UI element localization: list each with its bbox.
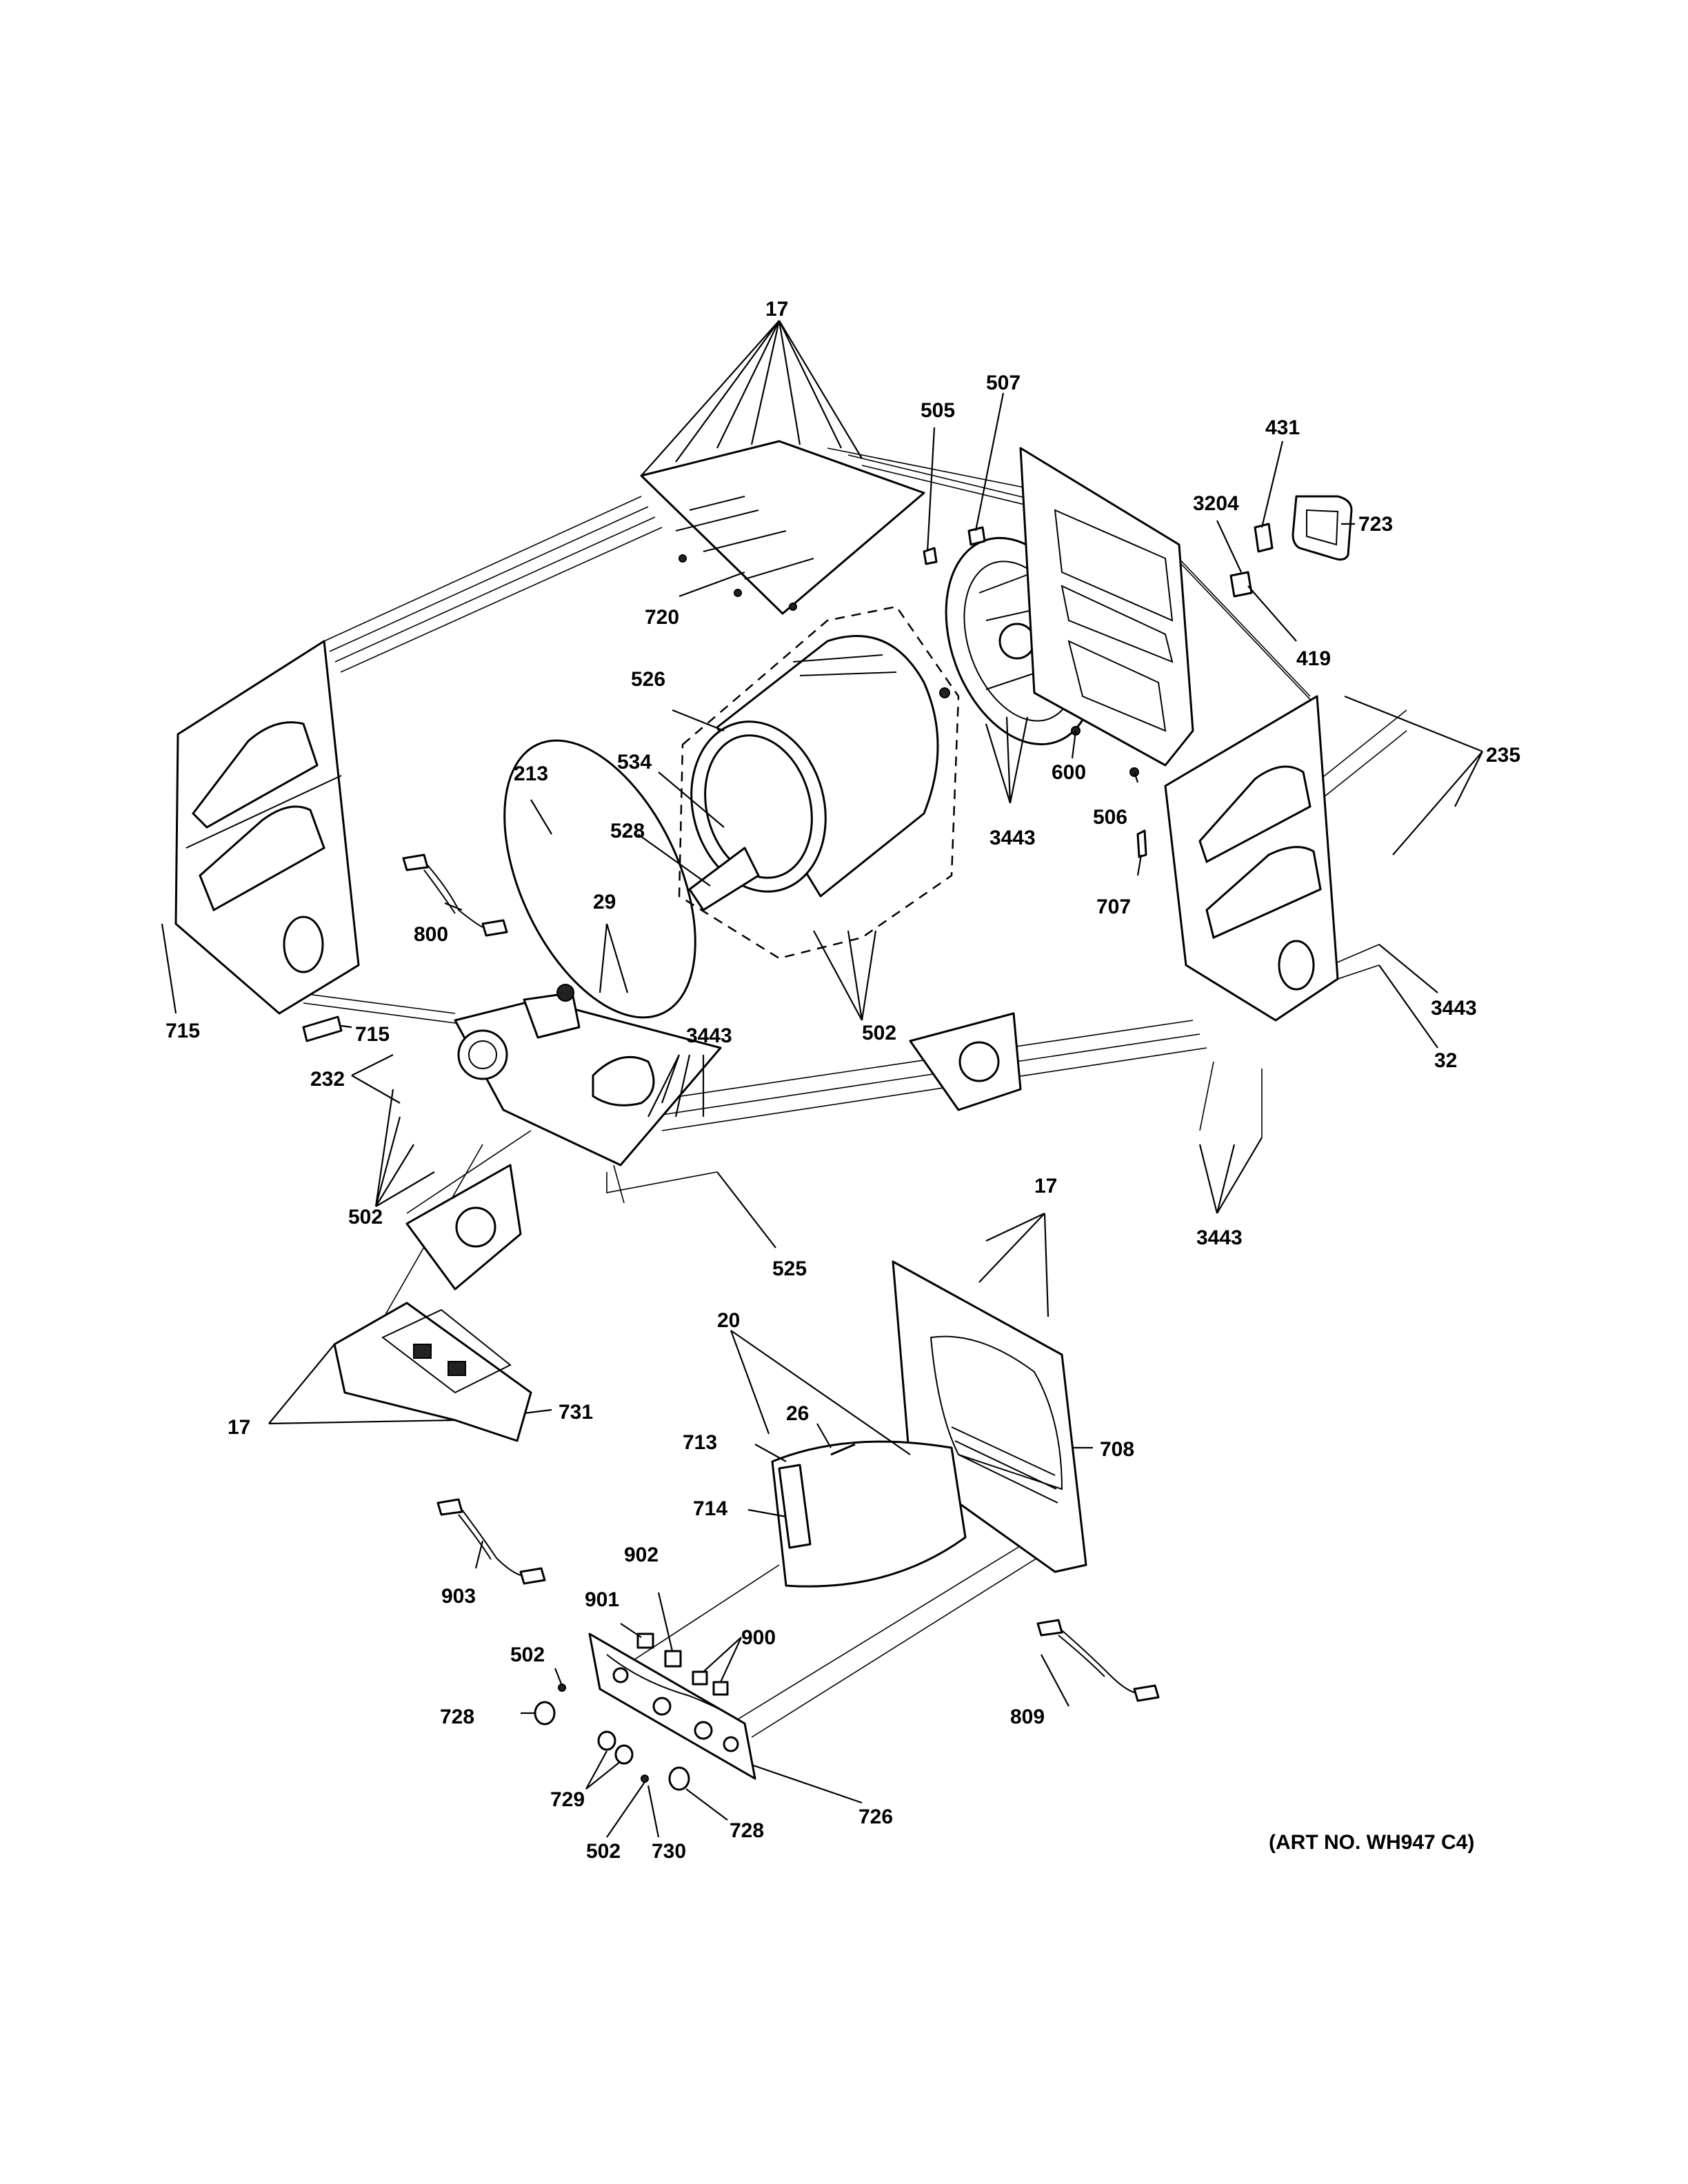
- drum-526: [688, 635, 950, 911]
- drum-assembly-boundary: [678, 605, 960, 960]
- base-blower-assembly: [454, 984, 722, 1166]
- callout-3443-drum: 3443: [989, 827, 1036, 849]
- callout-431: 431: [1265, 416, 1300, 439]
- top-panel-720: [640, 440, 925, 615]
- callout-708: 708: [1100, 1438, 1134, 1461]
- control-board-731: [333, 1302, 532, 1442]
- rear-panel: [1019, 447, 1194, 767]
- wire-harness-903: [436, 1498, 546, 1585]
- base-bracket-right: [909, 1012, 1022, 1111]
- callout-809: 809: [1010, 1706, 1045, 1728]
- callout-901: 901: [585, 1588, 619, 1611]
- callout-17-front: 17: [1034, 1175, 1057, 1197]
- callout-502-drum: 502: [862, 1022, 896, 1044]
- control-panel-726: [588, 1632, 756, 1780]
- leader-lines: [161, 320, 1483, 1838]
- knob-728-left: [534, 1701, 556, 1726]
- callout-507: 507: [986, 372, 1021, 394]
- callout-235: 235: [1486, 744, 1520, 767]
- callout-714: 714: [693, 1497, 727, 1520]
- door-713: [771, 1440, 967, 1588]
- right-side-panel: [1164, 695, 1339, 1022]
- callout-903: 903: [441, 1585, 476, 1608]
- callout-20: 20: [717, 1309, 740, 1332]
- callout-726: 726: [858, 1806, 893, 1828]
- callout-506: 506: [1093, 806, 1127, 829]
- callout-900: 900: [741, 1626, 776, 1649]
- wire-harness-800: [402, 853, 508, 937]
- callout-600: 600: [1052, 761, 1086, 784]
- callout-419: 419: [1296, 647, 1331, 670]
- callout-32: 32: [1434, 1049, 1457, 1072]
- callout-502-panel: 502: [510, 1644, 545, 1666]
- callout-17-bottom: 17: [228, 1416, 250, 1439]
- callout-213: 213: [514, 762, 548, 785]
- callout-713: 713: [683, 1431, 717, 1454]
- callout-800: 800: [414, 923, 448, 946]
- callout-505: 505: [921, 399, 955, 422]
- callout-502-left: 502: [348, 1206, 383, 1228]
- callout-29: 29: [593, 891, 616, 913]
- knob-728-right: [668, 1766, 690, 1791]
- knob-729: [597, 1730, 634, 1765]
- callout-723: 723: [1358, 513, 1393, 536]
- cover-723: [1292, 495, 1353, 561]
- clip-507: [967, 526, 986, 546]
- callout-232: 232: [310, 1068, 345, 1091]
- callout-3443-bottom: 3443: [1196, 1226, 1243, 1249]
- screw-730: [641, 1775, 649, 1783]
- callout-3204: 3204: [1193, 492, 1239, 515]
- callout-525: 525: [772, 1257, 807, 1280]
- left-side-panel: [174, 640, 360, 1015]
- callout-715-left: 715: [165, 1020, 200, 1042]
- base-bracket-front: [405, 1164, 522, 1291]
- callout-720: 720: [645, 606, 679, 629]
- button-902: [664, 1650, 682, 1668]
- front-panel-708: [892, 1260, 1087, 1573]
- part-419: [1229, 571, 1253, 598]
- callout-731: 731: [559, 1401, 593, 1424]
- callout-526: 526: [631, 668, 665, 691]
- callout-534: 534: [617, 751, 652, 774]
- explosion-lines: [296, 447, 1407, 1738]
- bracket-715: [302, 1015, 343, 1042]
- art-number: (ART NO. WH947 C4): [1269, 1831, 1474, 1854]
- callout-707: 707: [1096, 896, 1131, 918]
- callout-728-right: 728: [730, 1819, 764, 1842]
- wire-harness-809: [1036, 1619, 1160, 1702]
- button-901: [636, 1632, 654, 1649]
- callout-729: 729: [550, 1788, 585, 1811]
- callout-502-bottom: 502: [586, 1840, 621, 1863]
- callout-902: 902: [624, 1544, 659, 1566]
- callout-730: 730: [652, 1840, 686, 1863]
- callout-labels: 17 505 507 431 3204 723 419 720 526 534 …: [165, 298, 1520, 1863]
- callout-3443-right: 3443: [1431, 997, 1477, 1020]
- fastener-505: [923, 547, 938, 565]
- button-900: [692, 1670, 729, 1696]
- callout-26: 26: [786, 1402, 809, 1425]
- callout-3443-base: 3443: [686, 1024, 732, 1047]
- callout-17-top: 17: [765, 298, 788, 321]
- hinge-26: [830, 1443, 856, 1456]
- callout-728-left: 728: [440, 1706, 474, 1728]
- sensor-707: [1136, 829, 1147, 858]
- callout-715-bracket: 715: [355, 1023, 390, 1046]
- callout-528: 528: [610, 820, 645, 842]
- switch-431: [1254, 523, 1274, 553]
- drum-seal-213: [503, 739, 696, 1019]
